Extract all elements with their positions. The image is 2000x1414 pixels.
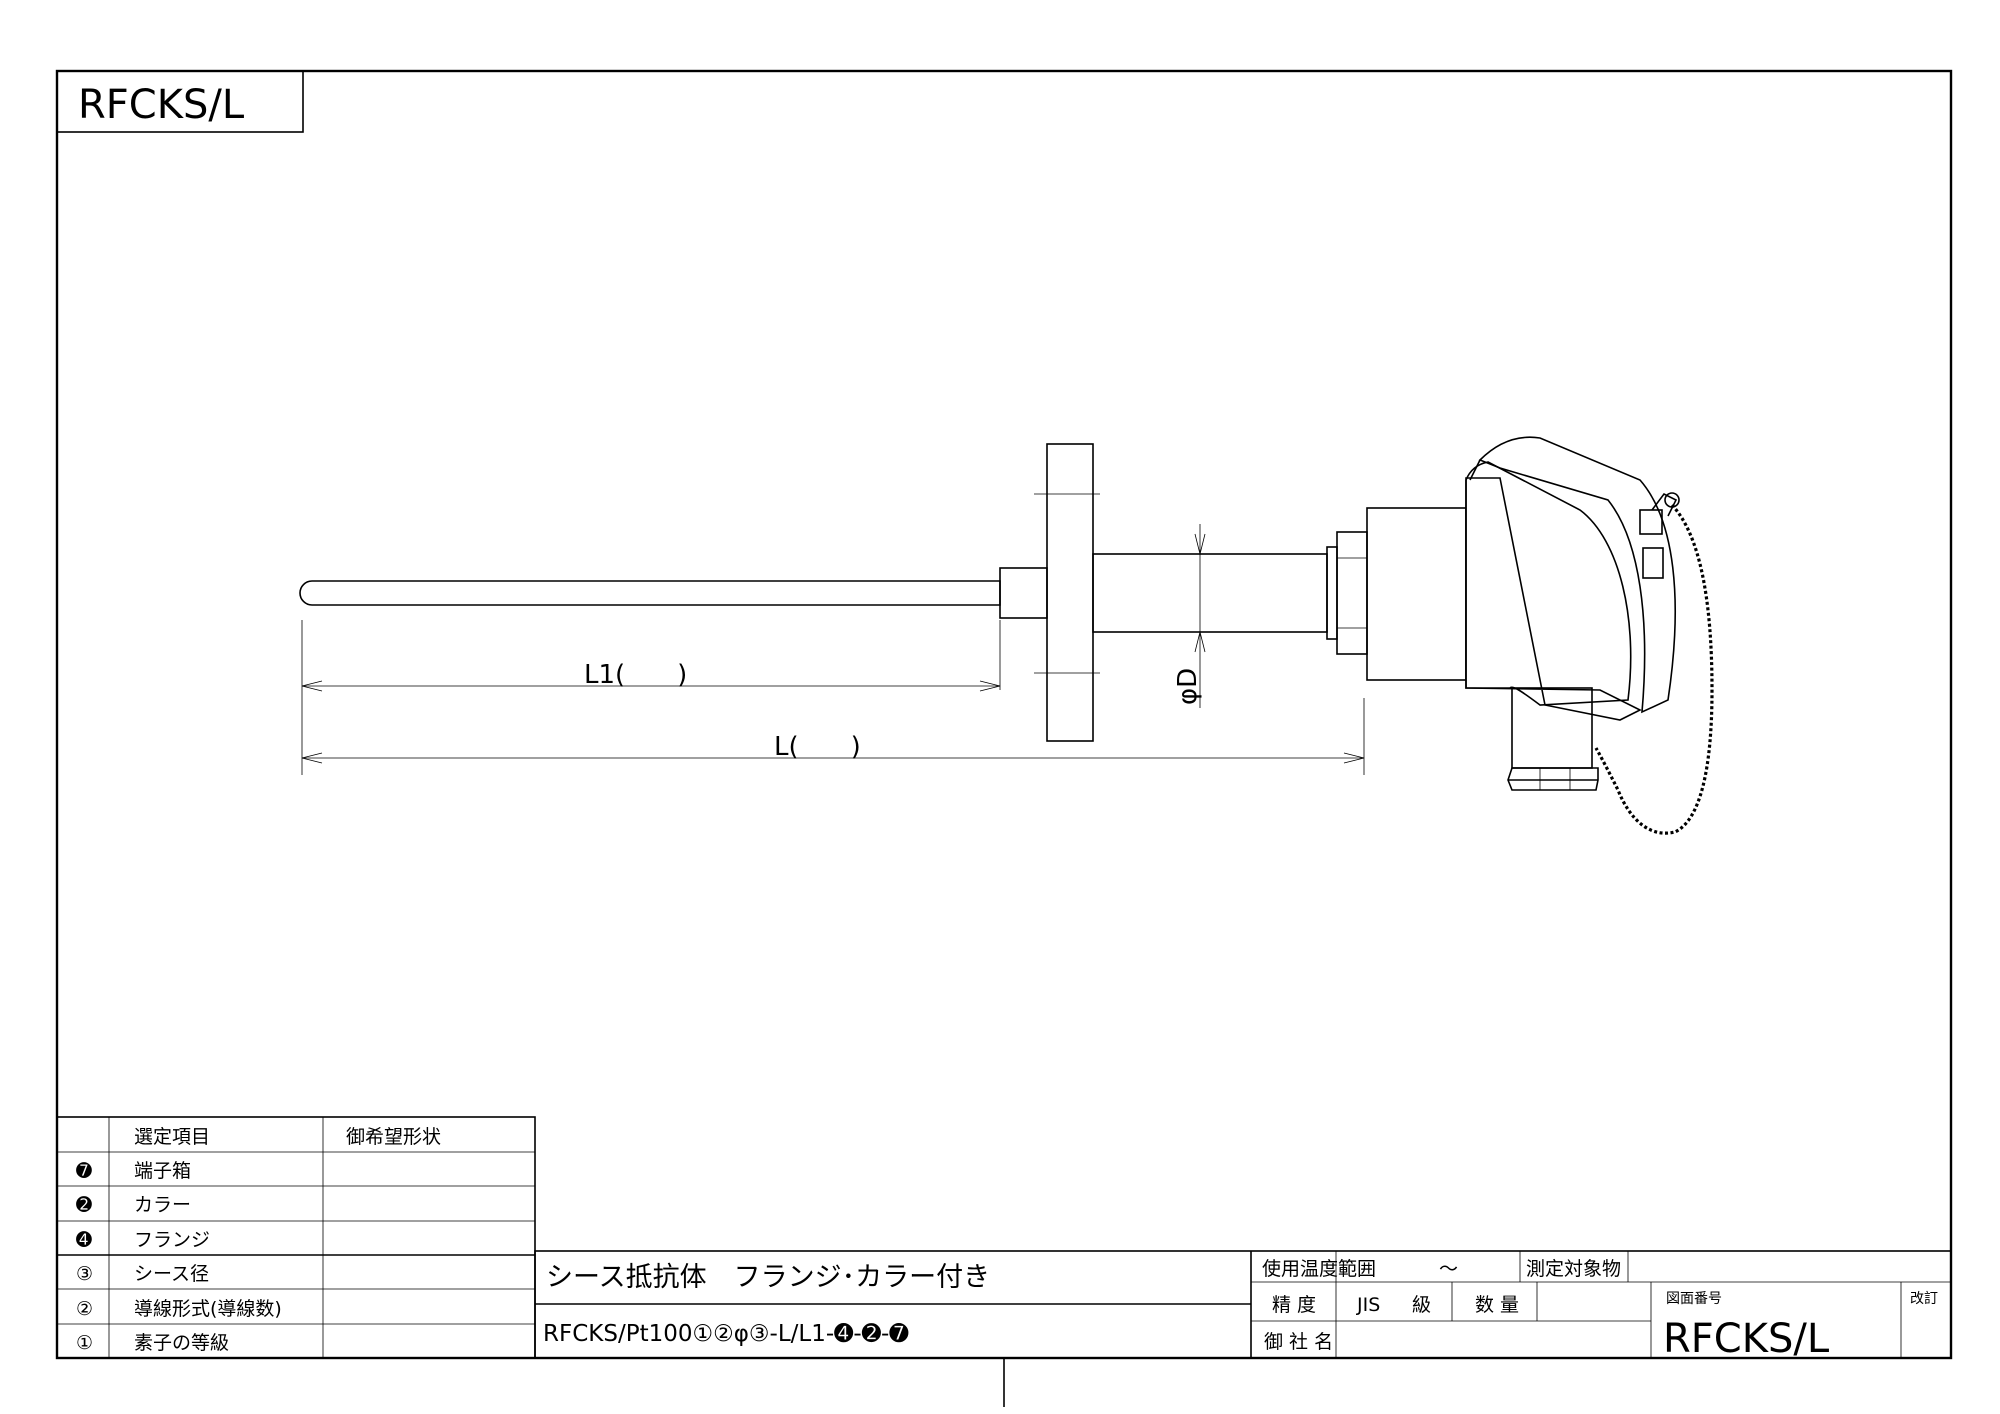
selection-table: 選定項目 御希望形状 ➐ 端子箱 ➋ カラー ➍ フランジ ③ シース径 ② 導… (56, 1116, 536, 1359)
temp-range-label: 使用温度範囲 (1262, 1258, 1376, 1280)
measured-object-label: 測定対象物 (1526, 1258, 1621, 1280)
selection-header-value: 御希望形状 (346, 1126, 441, 1148)
selection-item: シース径 (134, 1263, 209, 1285)
selection-header-item: 選定項目 (134, 1126, 210, 1148)
temp-range-separator: ～ (1439, 1258, 1458, 1280)
product-name: シース抵抗体 フランジ･カラー付き (546, 1262, 990, 1293)
selection-item: 端子箱 (134, 1160, 191, 1182)
drawing-number: RFCKS/L (1663, 1316, 1830, 1362)
hex-nut (1326, 531, 1368, 655)
accuracy-standard: JIS (1356, 1294, 1380, 1316)
sheath-probe (299, 580, 1001, 606)
grade-label: 級 (1412, 1294, 1431, 1316)
selection-mark: ③ (76, 1263, 93, 1285)
quantity-label: 数 量 (1475, 1294, 1519, 1316)
selection-mark: ➍ (76, 1229, 92, 1251)
terminal-head (1366, 436, 1680, 791)
selection-item: フランジ (134, 1229, 210, 1251)
corner-label-box (56, 70, 304, 133)
drawing-frame (55, 69, 1953, 1360)
collar (999, 567, 1048, 619)
selection-mark: ➐ (76, 1160, 92, 1182)
dimension-phi-d-label: φD (1173, 668, 1203, 705)
corner-label: RFCKS/L (78, 82, 245, 128)
title-block: シース抵抗体 フランジ･カラー付き RFCKS/Pt100①②φ③-L/L1-➍… (534, 1250, 1952, 1362)
customer-label: 御 社 名 (1264, 1331, 1333, 1353)
accuracy-label: 精 度 (1272, 1294, 1316, 1316)
model-code: RFCKS/Pt100①②φ③-L/L1-➍-➋-➐ (543, 1321, 909, 1347)
selection-item: 素子の等級 (134, 1332, 229, 1354)
dimension-l1: L1( ) (301, 620, 1001, 692)
safety-chain (1594, 503, 1714, 835)
selection-mark: ② (76, 1298, 93, 1320)
selection-item: カラー (134, 1194, 191, 1216)
dimension-phi-d: φD (1173, 524, 1206, 708)
selection-mark: ① (76, 1332, 93, 1354)
selection-mark: ➋ (76, 1194, 92, 1216)
flange (1034, 443, 1100, 742)
dimension-l: L( ) (301, 690, 1365, 775)
extension-tube (1092, 553, 1328, 633)
drawing-number-label: 図面番号 (1666, 1291, 1722, 1307)
dimension-l-label: L( ) (774, 732, 861, 762)
selection-item: 導線形式(導線数) (134, 1298, 282, 1320)
dimension-l1-label: L1( ) (584, 660, 687, 690)
revision-label: 改訂 (1910, 1291, 1938, 1307)
